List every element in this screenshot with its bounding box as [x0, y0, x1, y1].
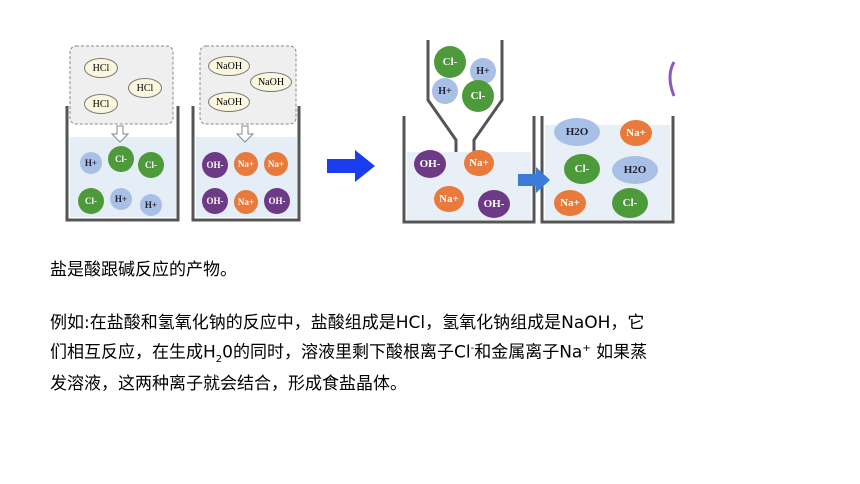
- right-figure: Cl- H+ H+ Cl- OH- Na+ Na+ OH- H2O Na+ Cl…: [398, 40, 676, 230]
- naoh-label: NaOH: [208, 92, 250, 112]
- paragraph-line: 们相互反应，在生成H20的同时，溶液里剩下酸根离子Cl-和金属离子Na+ 如果蒸: [50, 342, 648, 366]
- ion-h: H+: [110, 188, 132, 210]
- arrow-right-icon: [327, 150, 375, 182]
- naoh-label: NaOH: [208, 56, 250, 76]
- intro-sentence: 盐是酸跟碱反应的产物。: [50, 258, 810, 283]
- ion-na: Na+: [554, 190, 586, 216]
- ion-na: Na+: [264, 152, 288, 176]
- salt-definition: 盐是酸跟碱反应的产物。: [50, 260, 237, 280]
- ion-cl: Cl-: [564, 154, 600, 184]
- ion-cl: Cl-: [78, 188, 104, 214]
- paragraph-line: 发溶液，这两种离子就会结合，形成食盐晶体。: [50, 374, 407, 395]
- ion-cl: Cl-: [612, 188, 648, 218]
- ion-oh: OH-: [202, 152, 228, 178]
- ion-na: Na+: [234, 190, 258, 214]
- ion-na: Na+: [434, 186, 464, 212]
- example-paragraph: 例如:在盐酸和氢氧化钠的反应中，盐酸组成是HCl，氢氧化钠组成是NaOH，它 们…: [50, 311, 810, 397]
- ion-oh: OH-: [478, 190, 510, 218]
- ion-cl: Cl-: [138, 152, 164, 178]
- ion-h2o: H2O: [554, 118, 600, 146]
- ion-cl: Cl-: [462, 80, 494, 112]
- ion-oh: OH-: [202, 188, 228, 214]
- ion-h2o: H2O: [612, 156, 658, 184]
- left-figure: HCl HCl HCl NaOH NaOH NaOH H+ Cl- Cl- Cl…: [62, 42, 302, 228]
- naoh-label: NaOH: [250, 72, 292, 92]
- ion-h: H+: [140, 194, 162, 216]
- ion-na: Na+: [620, 120, 652, 146]
- hcl-label: HCl: [84, 94, 118, 114]
- hcl-label: HCl: [84, 58, 118, 78]
- ion-h: H+: [80, 152, 102, 174]
- ion-h: H+: [432, 78, 458, 104]
- ion-h: H+: [470, 58, 496, 84]
- ion-na: Na+: [464, 150, 494, 176]
- ion-na: Na+: [234, 152, 258, 176]
- ion-cl: Cl-: [434, 46, 466, 78]
- hcl-label: HCl: [128, 78, 162, 98]
- ion-cl: Cl-: [108, 146, 134, 172]
- ion-oh: OH-: [414, 150, 446, 178]
- paragraph-line: 例如:在盐酸和氢氧化钠的反应中，盐酸组成是HCl，氢氧化钠组成是NaOH，它: [50, 313, 645, 333]
- ion-oh: OH-: [264, 188, 290, 214]
